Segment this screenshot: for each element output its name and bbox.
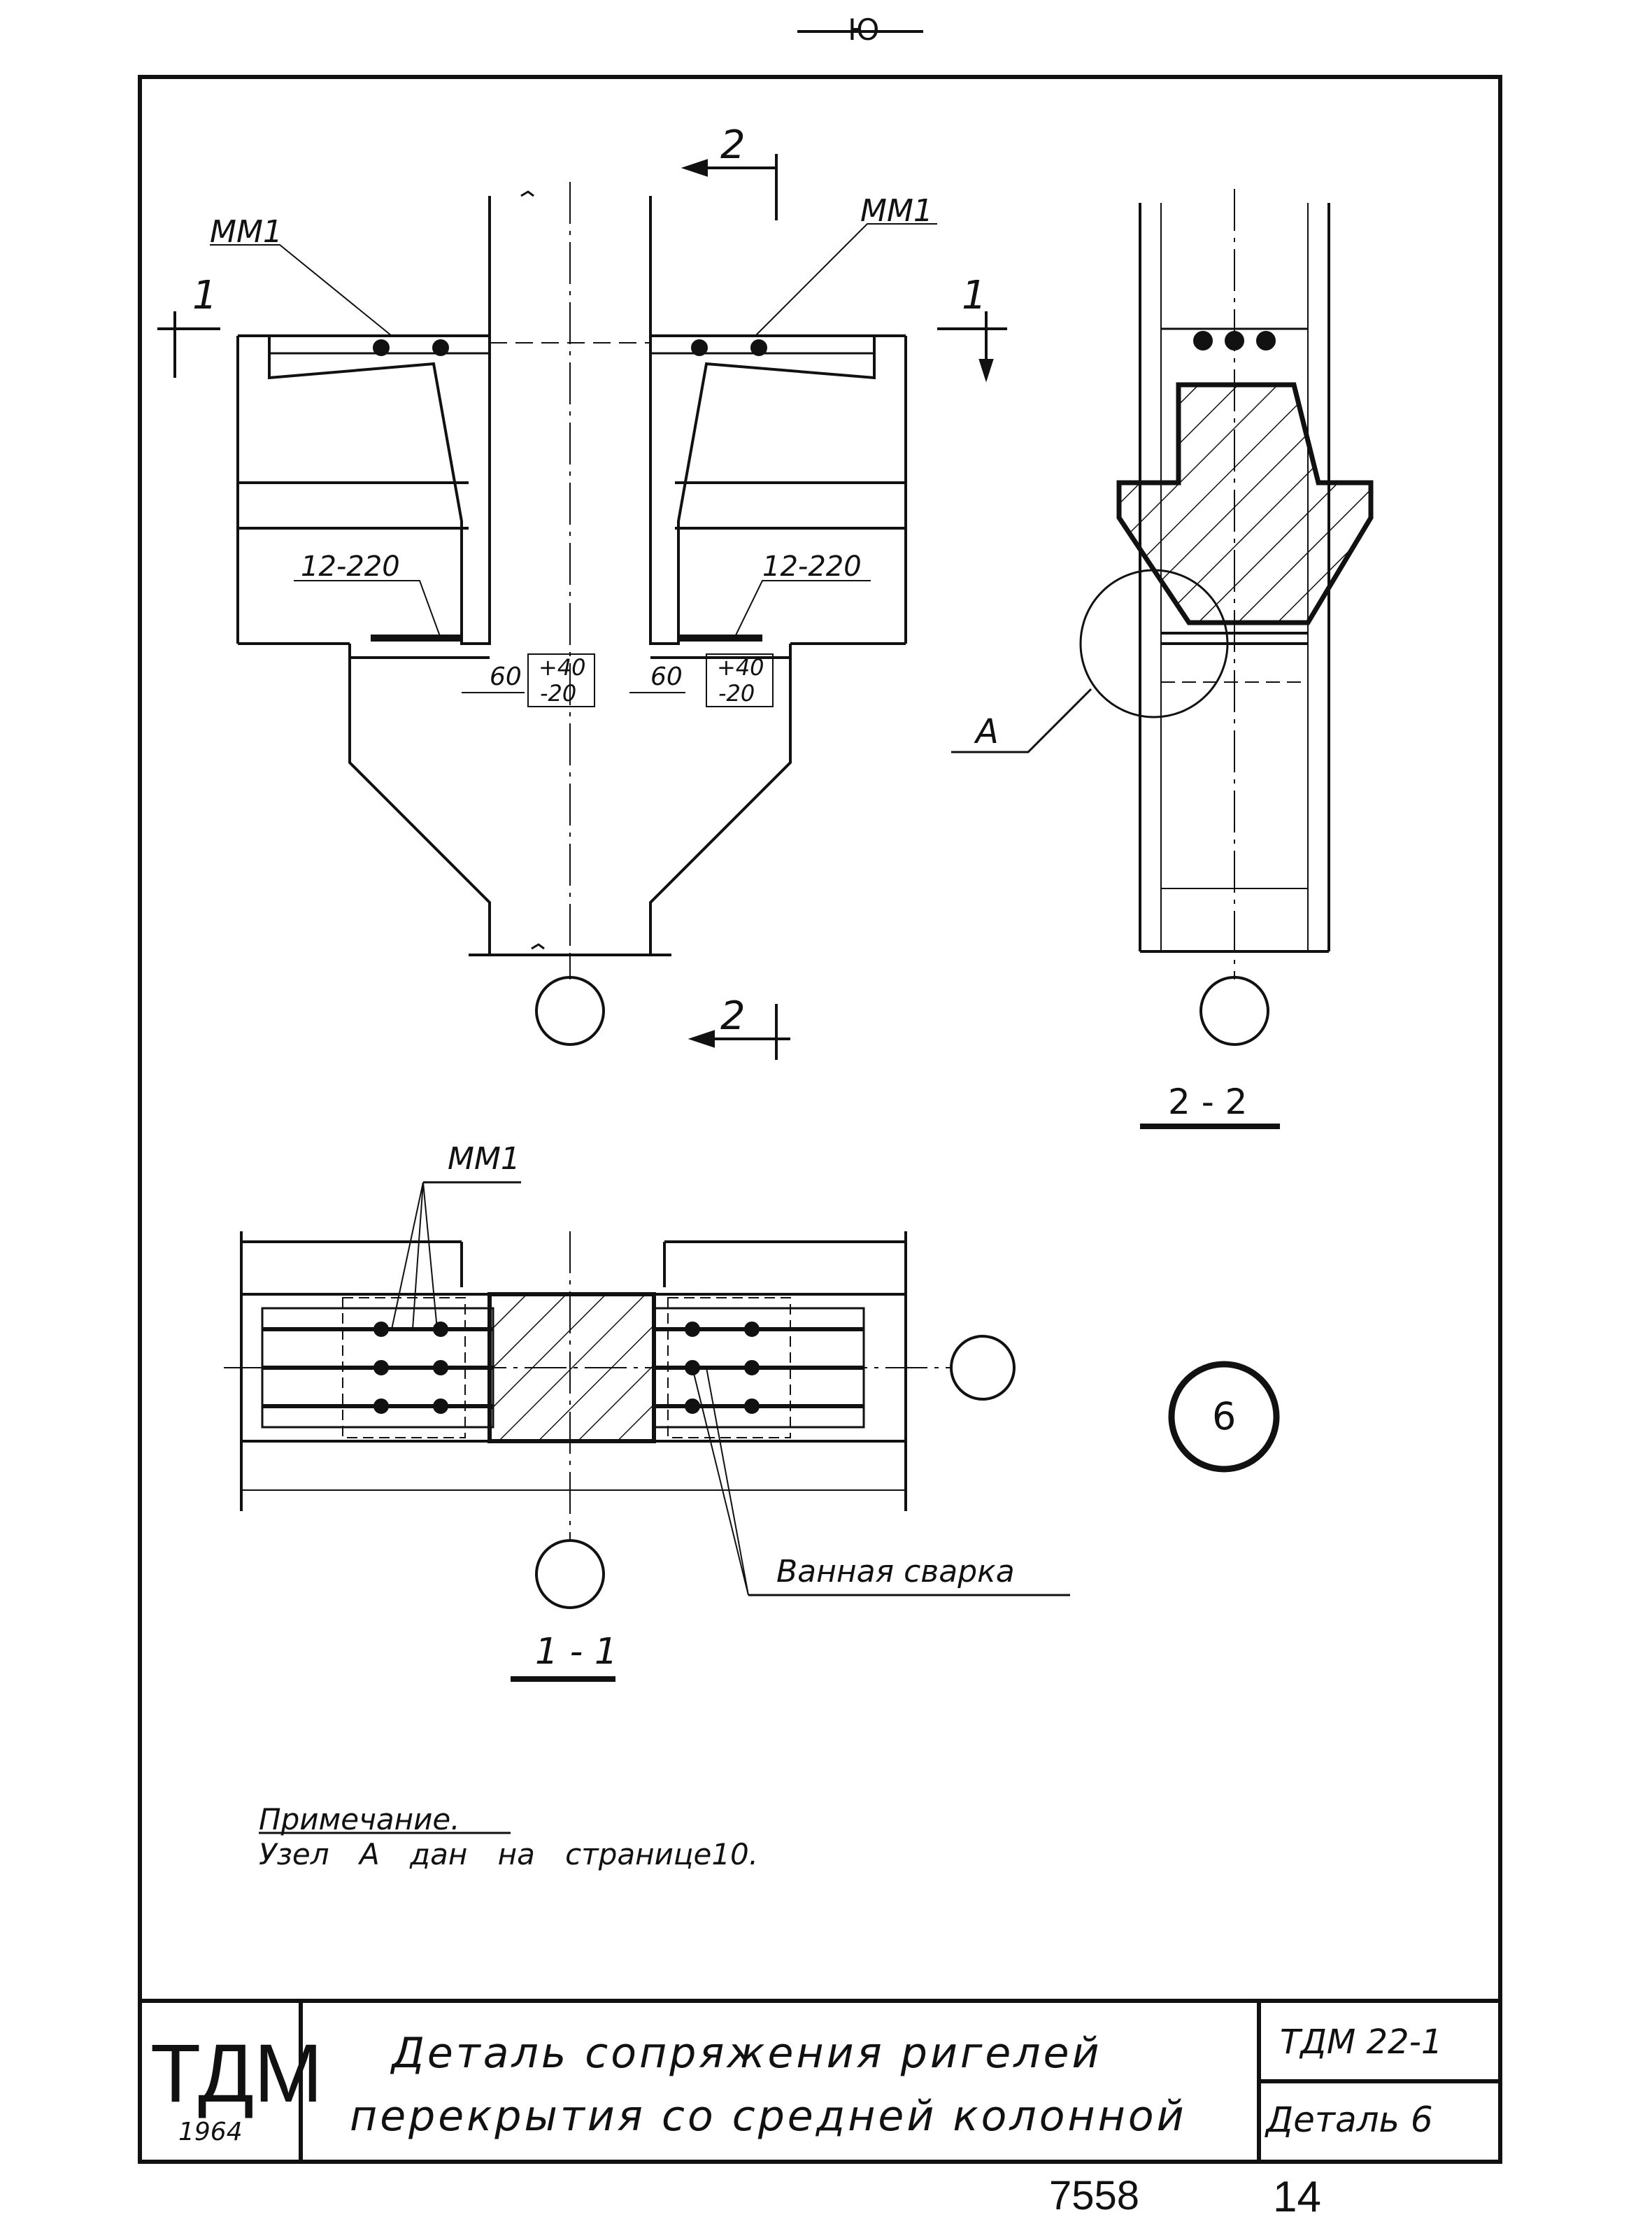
drawing-title-line2: перекрытия со средней колонной: [350, 2092, 1187, 2141]
tolerance-plus-right: +40: [717, 654, 764, 681]
main-elevation: [157, 154, 1007, 1060]
section-2-2-title: 2 - 2: [1168, 1082, 1248, 1122]
title-block-frame: [140, 1999, 1500, 2162]
gap-dimension-left: 60: [490, 663, 522, 691]
detail-mark-number: 6: [1212, 1394, 1237, 1438]
section-1-1: [224, 1181, 1070, 1682]
section-mark-2-bottom: 2: [720, 993, 746, 1039]
cut-mark-1-left: 1: [192, 273, 218, 318]
year-label: 1964: [178, 2118, 243, 2146]
tolerance-plus-left: +40: [539, 654, 586, 681]
section-1-1-title: 1 - 1: [535, 1631, 618, 1673]
section-mark-2-top: 2: [720, 122, 746, 168]
series-code: ТДМ 22-1: [1280, 2023, 1443, 2062]
page-number: 14: [1273, 2173, 1321, 2221]
detail-mark-circle: [1168, 1361, 1280, 1473]
note-heading: Примечание.: [259, 1802, 460, 1836]
weld-label-right: 12-220: [762, 551, 862, 583]
sheet-frame: [138, 75, 1502, 2164]
mm1-label-left: ММ1: [210, 214, 283, 250]
tolerance-minus-left: -20: [540, 680, 577, 707]
cut-mark-1-right: 1: [962, 273, 987, 318]
tolerance-minus-right: -20: [718, 680, 755, 707]
top-mark: Ю: [848, 13, 880, 47]
archive-number: 7558: [1049, 2173, 1140, 2218]
drawing-title-line1: Деталь сопряжения ригелей: [392, 2029, 1102, 2078]
bath-weld-label: Ванная сварка: [776, 1554, 1015, 1589]
org-logo: ТДМ: [150, 2027, 323, 2120]
note-text: Узел А дан на странице10.: [259, 1837, 759, 1871]
gap-dimension-right: 60: [650, 663, 683, 691]
mm1-label-right: ММ1: [860, 193, 933, 229]
mm1-label-section-1-1: ММ1: [448, 1141, 520, 1177]
weld-label-left: 12-220: [301, 551, 400, 583]
section-2-2: [951, 189, 1374, 1129]
sheet-label: Деталь 6: [1266, 2099, 1433, 2140]
callout-node-a: А: [976, 712, 999, 751]
